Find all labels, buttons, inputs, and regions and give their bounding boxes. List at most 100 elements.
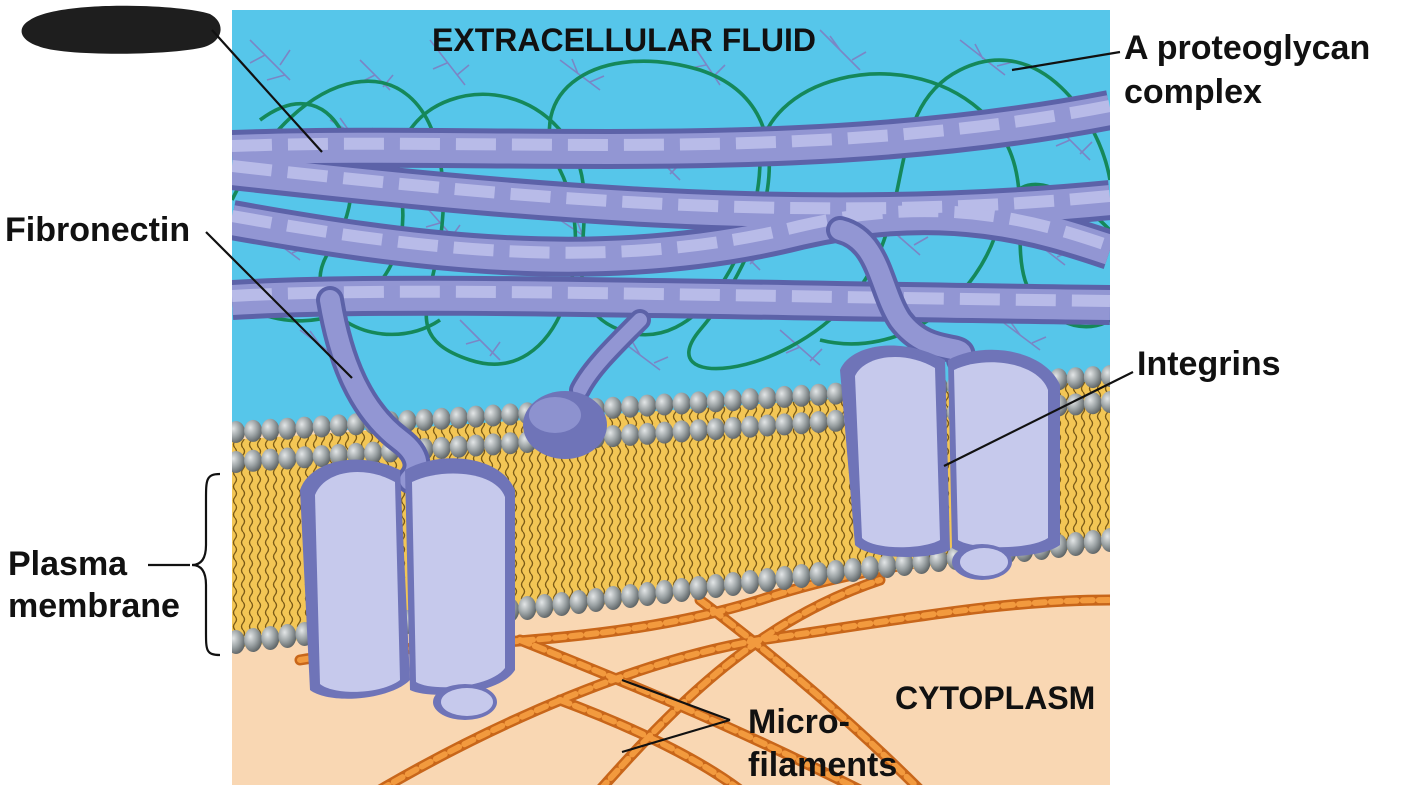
- integrins-label: Integrins: [1137, 345, 1281, 383]
- lipid-head: [689, 419, 708, 442]
- lipid-head: [826, 560, 845, 584]
- lipid-head: [232, 421, 245, 443]
- lipid-head: [278, 417, 297, 440]
- lipid-head: [295, 416, 314, 439]
- leader-lines: [148, 29, 1134, 754]
- fibronectin-label: Fibronectin: [5, 211, 191, 249]
- lipid-head: [826, 382, 845, 405]
- lipid-head: [552, 592, 571, 616]
- leader-micro-bottom: [621, 718, 731, 754]
- lipid-head: [758, 387, 777, 409]
- leader-micro-top: [621, 678, 731, 722]
- lipid-head: [329, 443, 348, 466]
- lipid-head: [261, 418, 280, 441]
- lipid-head: [706, 418, 725, 441]
- lipid-head: [724, 416, 742, 439]
- lipid-head: [826, 409, 845, 432]
- lipid-head: [672, 420, 691, 443]
- integrin-left: [300, 458, 515, 720]
- lipid-head: [878, 554, 897, 578]
- lipid-head: [1066, 367, 1085, 390]
- lipid-head: [466, 434, 485, 457]
- lipid-head: [449, 406, 468, 429]
- lipid-head: [312, 445, 331, 468]
- microfilaments-label-line2: filaments: [748, 746, 898, 784]
- lipid-head: [604, 586, 622, 610]
- redacted-label: [21, 5, 221, 54]
- proteoglycan-label-line1: A proteoglycan: [1124, 29, 1371, 67]
- lipid-head: [843, 558, 862, 582]
- lipid-head: [792, 564, 811, 588]
- lipid-head: [604, 425, 622, 448]
- lipid-head: [741, 570, 760, 594]
- lipid-head: [232, 451, 245, 473]
- lipid-head: [261, 448, 280, 471]
- lipid-head: [484, 433, 503, 456]
- lipid-head: [1101, 391, 1110, 413]
- lipid-head: [655, 580, 674, 604]
- lipid-head: [569, 590, 588, 614]
- lipid-head: [466, 405, 485, 428]
- lipid-head: [809, 383, 828, 406]
- lipid-head: [432, 436, 451, 459]
- lipid-head: [741, 415, 760, 438]
- lipid-head: [415, 408, 434, 431]
- lipid-head: [329, 414, 348, 437]
- lipid-head: [638, 422, 657, 445]
- lipid-head: [312, 415, 331, 438]
- lipid-head: [1083, 366, 1102, 389]
- lipid-head: [741, 388, 760, 411]
- lipid-head: [364, 441, 383, 464]
- lipid-head: [758, 568, 777, 592]
- lipid-head: [244, 449, 263, 472]
- lipid-head: [535, 594, 554, 618]
- lipid-head: [261, 626, 280, 650]
- lipid-head: [518, 596, 537, 620]
- collagen-fibers: [232, 90, 1110, 325]
- lipid-head: [484, 404, 503, 427]
- lipid-head: [672, 392, 691, 415]
- lipid-head: [758, 414, 777, 437]
- lipid-head: [689, 576, 708, 600]
- lipid-head: [1101, 528, 1110, 552]
- lipid-head: [244, 419, 263, 442]
- lipid-head: [621, 584, 640, 608]
- lipid-head: [706, 574, 725, 598]
- plasma-membrane-label-line2: membrane: [8, 587, 180, 625]
- leader-fibronectin: [205, 231, 353, 379]
- lipid-head: [655, 421, 674, 444]
- lipid-head: [244, 628, 263, 652]
- lipid-head: [621, 395, 640, 418]
- cytoplasm-label: CYTOPLASM: [895, 680, 1096, 716]
- lipid-head: [861, 556, 880, 580]
- lipid-head: [278, 447, 297, 470]
- lipid-head: [347, 442, 365, 465]
- lipid-head: [792, 412, 811, 435]
- leader-redacted: [211, 29, 323, 153]
- lipid-head: [449, 435, 468, 458]
- lipid-head: [1083, 530, 1102, 554]
- lipid-head: [689, 391, 708, 414]
- lipid-head: [724, 389, 742, 412]
- extracellular-fluid-label: EXTRACELLULAR FLUID: [432, 22, 816, 58]
- lipid-head: [638, 582, 657, 606]
- lipid-head: [775, 413, 794, 436]
- lipid-head: [432, 407, 451, 430]
- leader-integrins: [943, 371, 1134, 467]
- membrane-protein: [523, 391, 607, 459]
- lipid-head: [672, 578, 691, 602]
- microfilaments-label-line1: Micro-: [748, 703, 850, 741]
- lipid-head: [638, 394, 657, 417]
- lipid-head: [232, 630, 245, 654]
- integrin-right: [840, 345, 1060, 580]
- plasma-membrane-label-line1: Plasma: [8, 545, 128, 583]
- lipid-head: [809, 411, 828, 433]
- lipid-head: [1083, 392, 1102, 415]
- lipid-head: [895, 552, 914, 576]
- plasma-membrane-bracket: [191, 472, 221, 657]
- lipid-head: [604, 396, 622, 419]
- leader-proteoglycan: [1011, 50, 1121, 72]
- lipid-head: [1101, 365, 1110, 387]
- lipid-head: [775, 385, 794, 408]
